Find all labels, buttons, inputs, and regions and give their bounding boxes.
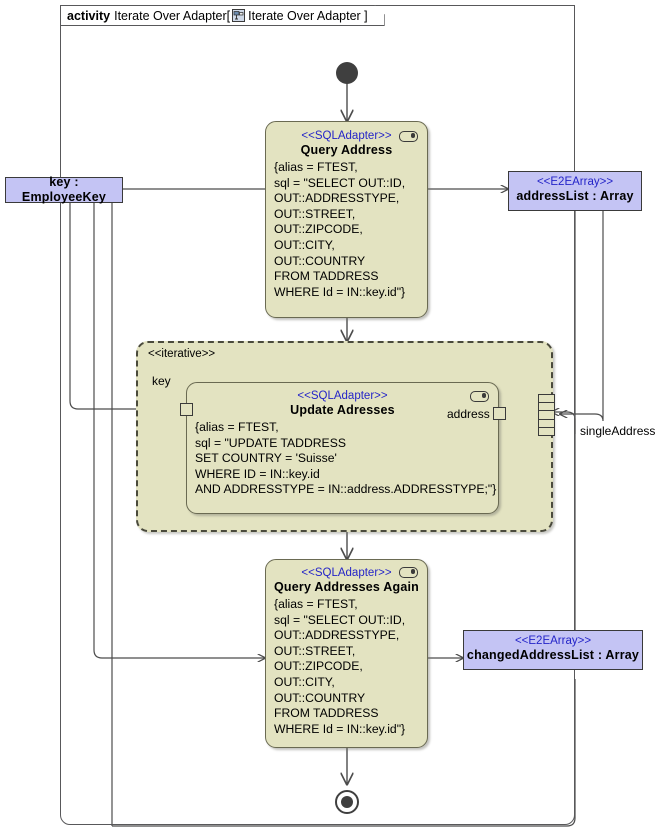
expansion-node-label: singleAddress bbox=[580, 424, 656, 438]
object-node-key[interactable]: key : EmployeeKey bbox=[5, 175, 123, 204]
activity-diagram-icon bbox=[232, 9, 245, 22]
action-body: {alias = FTEST, sql = "SELECT OUT::ID, O… bbox=[274, 597, 406, 736]
output-pin-address[interactable] bbox=[493, 407, 506, 420]
output-pin-address-label: address bbox=[447, 407, 490, 421]
action-query-address[interactable]: <<SQLAdapter>> Query Address {alias = FT… bbox=[265, 121, 428, 318]
activity-frame-header: activity Iterate Over Adapter[ Iterate O… bbox=[60, 5, 385, 26]
input-pin-key[interactable] bbox=[180, 403, 193, 416]
object-node-address-list[interactable]: <<E2EArray>> addressList : Array bbox=[508, 171, 642, 211]
final-node[interactable] bbox=[335, 790, 359, 814]
object-node-name: addressList : Array bbox=[516, 189, 634, 203]
adapter-badge-icon bbox=[470, 391, 489, 402]
object-node-stereotype: <<E2EArray>> bbox=[514, 635, 592, 647]
expansion-node-single-address[interactable] bbox=[538, 394, 555, 436]
action-body: {alias = FTEST, sql = "UPDATE TADDRESS S… bbox=[195, 420, 497, 497]
action-name: Query Address bbox=[300, 143, 393, 157]
action-body: {alias = FTEST, sql = "SELECT OUT::ID, O… bbox=[274, 160, 406, 299]
initial-node[interactable] bbox=[336, 62, 358, 84]
action-query-addresses-again[interactable]: <<SQLAdapter>> Query Addresses Again {al… bbox=[265, 559, 428, 748]
action-stereotype: <<SQLAdapter>> bbox=[297, 390, 388, 402]
action-stereotype: <<SQLAdapter>> bbox=[301, 567, 392, 579]
expansion-region-label: <<iterative>> bbox=[148, 348, 216, 360]
frame-keyword: activity bbox=[67, 8, 111, 23]
object-node-name: changedAddressList : Array bbox=[466, 648, 640, 662]
action-name: Query Addresses Again bbox=[274, 580, 419, 594]
object-node-stereotype: <<E2EArray>> bbox=[536, 176, 614, 188]
object-node-key-label: key : EmployeeKey bbox=[21, 175, 107, 204]
action-name: Update Adresses bbox=[290, 403, 395, 417]
adapter-badge-icon bbox=[399, 131, 418, 142]
frame-title: Iterate Over Adapter[ bbox=[114, 8, 231, 23]
adapter-badge-icon bbox=[399, 567, 418, 578]
action-stereotype: <<SQLAdapter>> bbox=[301, 130, 392, 142]
input-pin-key-label: key bbox=[152, 374, 171, 388]
object-node-changed-address-list[interactable]: <<E2EArray>> changedAddressList : Array bbox=[463, 630, 643, 670]
frame-title-ref: Iterate Over Adapter ] bbox=[248, 8, 368, 23]
action-update-adresses[interactable]: <<SQLAdapter>> Update Adresses {alias = … bbox=[186, 382, 499, 514]
